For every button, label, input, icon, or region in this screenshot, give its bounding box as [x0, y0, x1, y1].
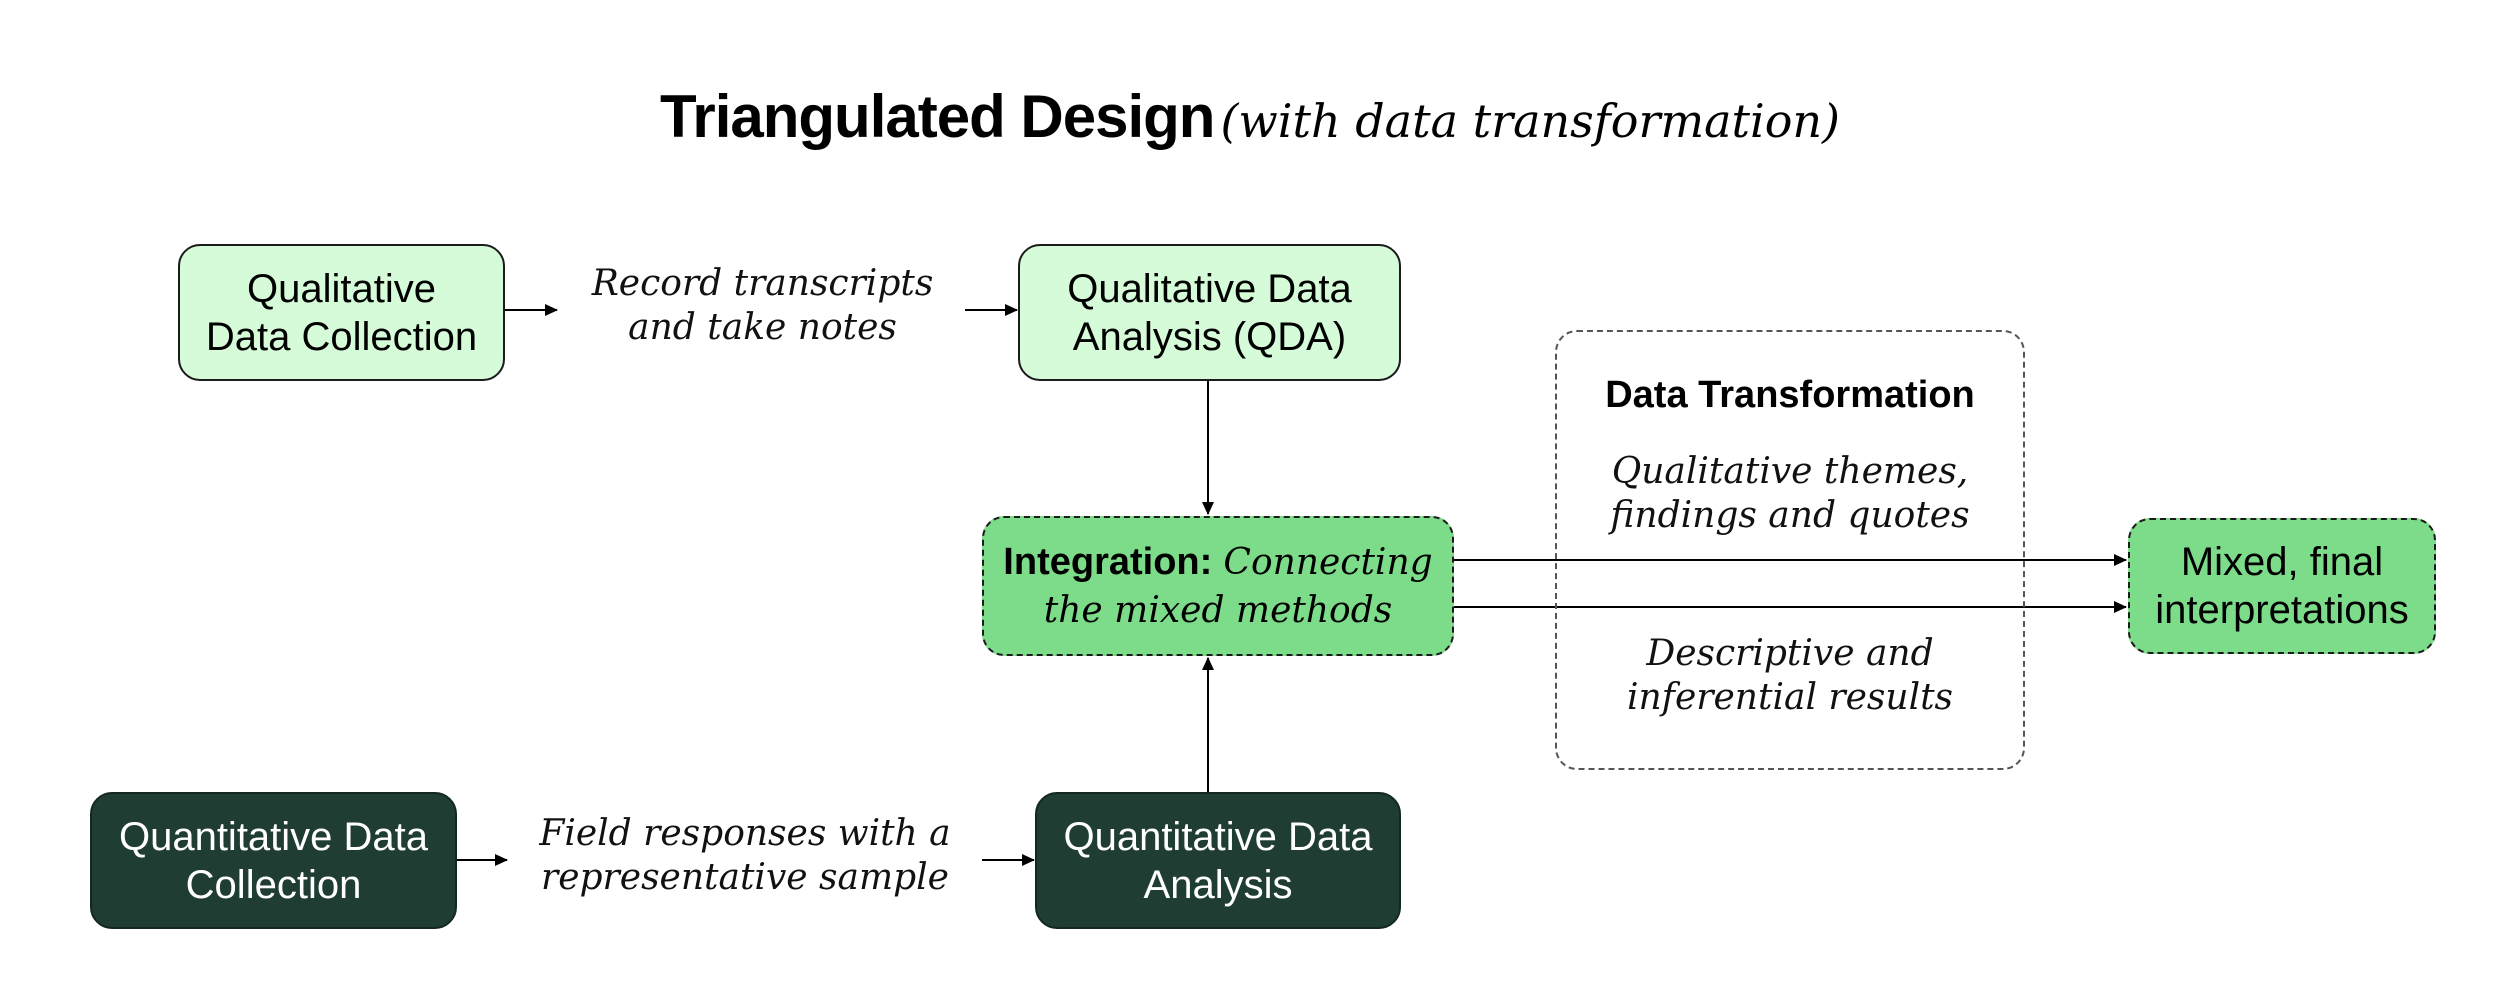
quantitative-data-collection-box: Quantitative Data Collection	[90, 792, 457, 929]
quant-results-line-1: Descriptive and	[1646, 633, 1934, 674]
qual-collection-line-2: Data Collection	[205, 314, 478, 359]
record-note-line-1: Record transcripts	[591, 263, 934, 304]
data-transformation-box	[1555, 330, 2025, 770]
interpretations-line-1: Mixed, final	[2180, 540, 2384, 584]
qual-themes-line-1: Qualitative themes,	[1611, 451, 1969, 492]
interpretations-line-2: interpretations	[2155, 588, 2409, 632]
qual-analysis-line-1: Qualitative Data	[1067, 266, 1352, 311]
page-title: Triangulated Design(with data transforma…	[0, 82, 2500, 151]
descriptive-results-note: Descriptive and inferential results	[1555, 632, 2025, 720]
qualitative-data-collection-box: Qualitative Data Collection	[178, 244, 505, 381]
integration-box: Integration: Connecting the mixed method…	[982, 516, 1454, 656]
field-note-line-1: Field responses with a	[539, 813, 951, 854]
quant-results-line-2: inferential results	[1626, 677, 1954, 718]
title-subtitle: (with data transformation)	[1220, 94, 1840, 148]
qual-collection-line-1: Qualitative	[247, 266, 436, 311]
quantitative-data-analysis-box: Quantitative Data Analysis	[1035, 792, 1401, 929]
qual-analysis-line-2: Analysis (QDA)	[1072, 314, 1347, 359]
record-transcripts-note: Record transcripts and take notes	[565, 262, 960, 350]
record-note-line-2: and take notes	[628, 307, 897, 348]
field-responses-note: Field responses with a representative sa…	[515, 812, 975, 900]
qual-themes-line-2: findings and quotes	[1610, 495, 1970, 536]
integration-line-2: the mixed methods	[1043, 590, 1393, 631]
quant-analysis-line-1: Quantitative Data	[1063, 814, 1373, 859]
mixed-interpretations-box: Mixed, final interpretations	[2128, 518, 2436, 654]
qualitative-themes-note: Qualitative themes, findings and quotes	[1555, 450, 2025, 538]
field-note-line-2: representative sample	[541, 857, 949, 898]
quant-analysis-line-2: Analysis	[1143, 862, 1293, 907]
quant-collection-line-1: Quantitative Data	[118, 814, 429, 859]
integration-label: Integration:	[1003, 541, 1213, 583]
integration-line-1: Integration: Connecting	[1003, 537, 1432, 587]
integration-connecting: Connecting	[1223, 542, 1433, 583]
qualitative-data-analysis-box: Qualitative Data Analysis (QDA)	[1018, 244, 1401, 381]
quant-collection-line-2: Collection	[185, 862, 362, 907]
data-transformation-title: Data Transformation	[1605, 374, 1975, 416]
title-main: Triangulated Design	[660, 83, 1215, 150]
